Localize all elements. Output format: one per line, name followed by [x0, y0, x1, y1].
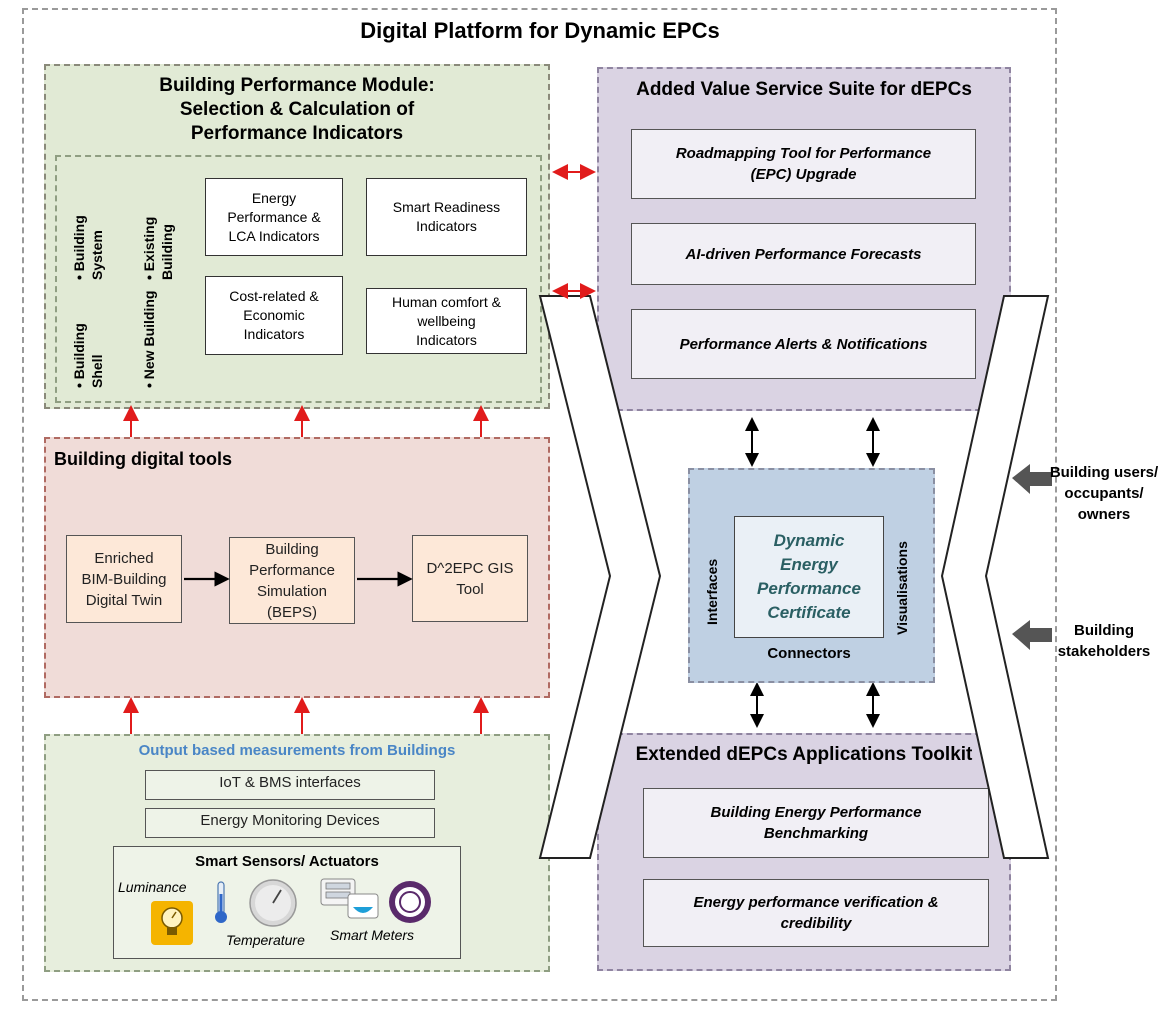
- beps-line4: (BEPS): [266, 603, 317, 621]
- smart-meters-label: Smart Meters: [330, 927, 415, 943]
- beps-line2: Performance: [249, 561, 335, 579]
- depc-line2: Energy: [780, 555, 838, 574]
- energy-lca-indicators-box: Energy Performance & LCA Indicators: [205, 178, 343, 256]
- users-line2: occupants/: [1064, 485, 1144, 502]
- beps-line3: Simulation: [256, 582, 328, 600]
- left-chevron: [538, 295, 662, 859]
- benchmarking-box: Building Energy Performance Benchmarking: [643, 788, 989, 858]
- thermometer-icon: [215, 881, 227, 923]
- roadmapping-line1: Roadmapping Tool for Performance: [675, 145, 932, 162]
- connectors-label: Connectors: [767, 645, 851, 662]
- bim-line1: Enriched: [94, 549, 154, 567]
- smart-readiness-line2: Indicators: [416, 218, 477, 234]
- smart-readiness-line1: Smart Readiness: [392, 199, 501, 215]
- roadmapping-tool-box: Roadmapping Tool for Performance (EPC) U…: [631, 129, 976, 199]
- depc-line1: Dynamic: [773, 531, 845, 550]
- human-comfort-indicators-box: Human comfort & wellbeing Indicators: [366, 288, 527, 354]
- depc-certificate-box: Dynamic Energy Performance Certificate: [734, 516, 884, 638]
- stake-line1: Building: [1074, 622, 1134, 639]
- energy-indicators-line2: Performance &: [227, 208, 321, 225]
- performance-module-header-line1: Building Performance Module:: [159, 75, 435, 96]
- gauge-icon: [249, 879, 297, 927]
- bim-line3: Digital Twin: [85, 591, 163, 609]
- verification-line1: Energy performance verification &: [693, 894, 939, 911]
- interfaces-label: Interfaces: [704, 558, 720, 625]
- beps-line1: Building: [265, 540, 319, 558]
- energy-indicators-line1: Energy: [251, 189, 297, 206]
- indicators-inner-panel: [55, 155, 542, 403]
- performance-alerts-box: Performance Alerts & Notifications: [631, 309, 976, 379]
- depc-line4: Certificate: [767, 603, 851, 622]
- gis-tool-box: D^2EPC GIS Tool: [412, 535, 528, 622]
- performance-module-header-line2: Selection & Calculation of: [179, 99, 415, 120]
- roadmapping-line2: (EPC) Upgrade: [750, 166, 857, 183]
- luminance-label: Luminance: [118, 879, 187, 895]
- right-chevron: [940, 295, 1050, 859]
- gis-line2: Tool: [456, 580, 484, 598]
- verification-box: Energy performance verification & credib…: [643, 879, 989, 947]
- water-meter-icon: [347, 893, 379, 919]
- gis-line1: D^2EPC GIS: [426, 559, 514, 577]
- value-suite-header: Added Value Service Suite for dEPCs: [636, 79, 972, 100]
- energy-monitoring-bar: Energy Monitoring Devices: [145, 808, 435, 838]
- bim-line2: BIM-Building: [81, 570, 167, 588]
- comfort-indicators-line3: Indicators: [416, 331, 477, 348]
- comfort-indicators-line1: Human comfort &: [392, 293, 501, 310]
- visualisations-label: Visualisations: [894, 541, 910, 635]
- stakeholders-arrow: [1012, 620, 1052, 650]
- building-stakeholders-label: Building stakeholders: [1040, 620, 1168, 662]
- stake-line2: stakeholders: [1057, 643, 1151, 660]
- users-line3: owners: [1077, 506, 1131, 523]
- energy-indicators-line3: LCA Indicators: [228, 227, 320, 244]
- ai-forecasts-box: AI-driven Performance Forecasts: [631, 223, 976, 285]
- cost-indicators-line2: Economic: [243, 307, 305, 323]
- performance-module-header: Building Performance Module: Selection &…: [46, 74, 548, 146]
- toolkit-header: Extended dEPCs Applications Toolkit: [635, 744, 973, 765]
- platform-frame: [22, 8, 1057, 1001]
- cost-indicators-line3: Indicators: [243, 326, 305, 342]
- diagram-title: Digital Platform for Dynamic EPCs: [360, 18, 720, 43]
- comfort-indicators-line2: wellbeing: [417, 312, 476, 329]
- cost-indicators-line1: Cost-related &: [229, 288, 319, 304]
- performance-module-header-line3: Performance Indicators: [190, 123, 404, 144]
- verification-line2: credibility: [780, 915, 852, 932]
- smart-meter-dial-icon: [389, 881, 431, 923]
- users-arrow: [1012, 464, 1052, 494]
- iot-bms-bar: IoT & BMS interfaces: [145, 770, 435, 800]
- benchmarking-line2: Benchmarking: [763, 825, 869, 842]
- beps-box: Building Performance Simulation (BEPS): [229, 537, 355, 624]
- digital-tools-header: Building digital tools: [54, 449, 232, 469]
- temperature-label: Temperature: [226, 932, 305, 948]
- benchmarking-line1: Building Energy Performance: [710, 804, 922, 821]
- users-line1: Building users/: [1049, 464, 1159, 481]
- cost-economic-indicators-box: Cost-related & Economic Indicators: [205, 276, 343, 355]
- measurements-header: Output based measurements from Buildings: [138, 742, 456, 759]
- smart-readiness-indicators-box: Smart Readiness Indicators: [366, 178, 527, 256]
- smart-sensors-header: Smart Sensors/ Actuators: [195, 853, 379, 870]
- bim-digital-twin-box: Enriched BIM-Building Digital Twin: [66, 535, 182, 623]
- building-users-label: Building users/ occupants/ owners: [1040, 462, 1168, 525]
- lightbulb-icon: [151, 901, 193, 945]
- depc-line3: Performance: [757, 579, 861, 598]
